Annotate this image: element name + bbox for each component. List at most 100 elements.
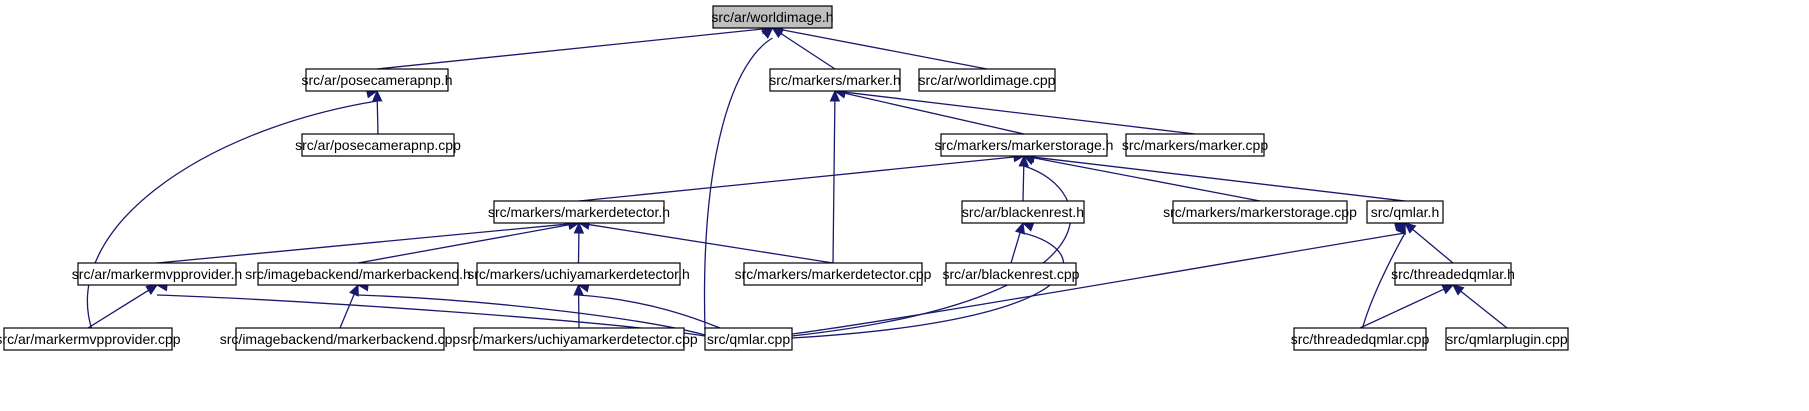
node-qmlar-cpp[interactable]: src/qmlar.cpp <box>704 327 793 351</box>
node-qmlarplugin-cpp[interactable]: src/qmlarplugin.cpp <box>1445 327 1569 351</box>
edge-line <box>376 28 763 70</box>
edge-line <box>578 294 721 329</box>
arrowhead <box>761 27 774 39</box>
node-box <box>3 327 173 351</box>
edge-line <box>1010 232 1021 264</box>
node-blackenrest-cpp[interactable]: src/ar/blackenrest.cpp <box>943 262 1080 286</box>
node-box <box>1445 327 1569 351</box>
nodes-layer: src/ar/worldimage.h src/ar/posecamerapnp.… <box>0 5 1569 351</box>
node-box <box>257 262 459 286</box>
arrowhead <box>1441 284 1455 295</box>
node-blackenrest-h[interactable]: src/ar/blackenrest.h <box>961 200 1085 224</box>
node-label: src/markers/uchiyamarkerdetector.cpp <box>460 331 698 347</box>
node-threadedqmlar-cpp[interactable]: src/threadedqmlar.cpp <box>1291 327 1430 351</box>
edge-blackenrest_h-to-blackenrest_cpp <box>1010 221 1026 264</box>
edge-line <box>1022 165 1025 202</box>
node-markerstorage-h[interactable]: src/markers/markerstorage.h <box>935 133 1114 157</box>
edge-worldimage_h-to-qmlar_cpp <box>703 27 774 331</box>
node-markerstorage-cpp[interactable]: src/markers/markerstorage.cpp <box>1163 200 1357 224</box>
edge-line <box>376 100 379 135</box>
node-box <box>476 262 681 286</box>
arrowhead <box>1404 222 1417 234</box>
node-label: src/markers/markerstorage.cpp <box>1163 204 1357 220</box>
node-label: src/markers/uchiyamarkerdetector.h <box>467 266 690 282</box>
node-worldimage-h[interactable]: src/ar/worldimage.h <box>711 5 834 29</box>
edge-line <box>780 32 836 70</box>
node-posecamerapnp-cpp[interactable]: src/ar/posecamerapnp.cpp <box>295 133 461 157</box>
node-posecamerapnp-h[interactable]: src/ar/posecamerapnp.h <box>302 68 453 92</box>
node-markerdetector-h[interactable]: src/markers/markerdetector.h <box>488 200 670 224</box>
node-label: src/threadedqmlar.h <box>1391 266 1515 282</box>
node-markerbackend-h[interactable]: src/imagebackend/markerbackend.h <box>245 262 471 286</box>
node-label: src/imagebackend/markerbackend.cpp <box>220 331 461 347</box>
edge-line <box>782 29 988 70</box>
edge-markermvpprovider_h-to-markermvpprovider_cpp <box>87 284 159 329</box>
node-label: src/threadedqmlar.cpp <box>1291 331 1430 347</box>
edge-line <box>87 289 149 329</box>
node-uchiyamarkerdetector-h[interactable]: src/markers/uchiyamarkerdetector.h <box>467 262 690 286</box>
arrowhead <box>829 89 841 102</box>
edge-uchiyamarkerdetector_h-to-qmlar_cpp <box>577 281 721 329</box>
node-box <box>940 133 1108 157</box>
node-box <box>712 5 833 29</box>
node-box <box>1293 327 1427 351</box>
node-label: src/imagebackend/markerbackend.h <box>245 266 471 282</box>
edge-line <box>1460 290 1508 329</box>
node-label: src/ar/markermvpprovider.cpp <box>0 331 181 347</box>
edge-line <box>86 100 378 331</box>
node-label: src/ar/markermvpprovider.h <box>72 266 242 282</box>
arrowhead <box>1014 221 1026 235</box>
edge-worldimage_h-to-posecamerapnp_h <box>376 23 774 70</box>
node-markermvpprovider-cpp[interactable]: src/ar/markermvpprovider.cpp <box>0 327 181 351</box>
node-box <box>493 200 665 224</box>
node-qmlar-h[interactable]: src/qmlar.h <box>1366 200 1444 224</box>
node-box <box>769 68 901 92</box>
edges-layer <box>86 23 1508 339</box>
arrowhead <box>1396 221 1406 235</box>
edge-markerstorage_h-to-markerdetector_h <box>578 151 1026 202</box>
node-threadedqmlar-h[interactable]: src/threadedqmlar.h <box>1391 262 1515 286</box>
node-markerdetector-cpp[interactable]: src/markers/markerdetector.cpp <box>735 262 932 286</box>
node-markermvpprovider-h[interactable]: src/ar/markermvpprovider.h <box>72 262 242 286</box>
edge-line <box>588 223 834 264</box>
node-markerbackend-cpp[interactable]: src/imagebackend/markerbackend.cpp <box>220 327 461 351</box>
node-label: src/ar/posecamerapnp.cpp <box>295 137 461 153</box>
edge-line <box>832 100 836 264</box>
edge-line <box>791 165 1072 337</box>
edge-line <box>1412 228 1454 264</box>
node-uchiyamarkerdetector-cpp[interactable]: src/markers/uchiyamarkerdetector.cpp <box>460 327 698 351</box>
edge-marker_h-to-marker_cpp <box>833 87 1196 135</box>
node-label: src/markers/markerstorage.h <box>935 137 1114 153</box>
node-label: src/ar/worldimage.h <box>711 9 833 25</box>
edge-line <box>339 293 355 329</box>
node-marker-h[interactable]: src/markers/marker.h <box>769 68 901 92</box>
edge-threadedqmlar_h-to-threadedqmlar_cpp <box>1359 284 1455 329</box>
node-box <box>305 68 449 92</box>
arrowhead <box>1452 284 1465 296</box>
edge-posecamerapnp_h-to-posecamerapnp_cpp <box>371 89 383 135</box>
node-box <box>77 262 237 286</box>
node-box <box>704 327 793 351</box>
edge-line <box>1359 288 1445 329</box>
node-label: src/ar/blackenrest.h <box>962 204 1084 220</box>
node-box <box>473 327 685 351</box>
edge-line <box>1033 157 1261 202</box>
arrowhead <box>371 89 383 102</box>
edge-line <box>1033 156 1406 202</box>
node-label: src/qmlar.h <box>1371 204 1439 220</box>
arrowhead <box>145 284 159 296</box>
node-worldimage-cpp[interactable]: src/ar/worldimage.cpp <box>918 68 1056 92</box>
edge-marker_h-to-markerdetector_cpp <box>829 89 841 264</box>
node-box <box>1125 133 1265 157</box>
node-box <box>918 68 1056 92</box>
node-box <box>1172 200 1348 224</box>
node-label: src/ar/blackenrest.cpp <box>943 266 1080 282</box>
edge-line <box>703 37 773 331</box>
edge-threadedqmlar_h-to-qmlarplugin_cpp <box>1452 284 1508 329</box>
edge-markerstorage_h-to-blackenrest_h <box>1018 154 1030 202</box>
node-marker-cpp[interactable]: src/markers/marker.cpp <box>1122 133 1268 157</box>
edge-line <box>791 232 1406 335</box>
edge-line <box>1361 232 1406 331</box>
node-box <box>961 200 1085 224</box>
edge-markerdetector_h-to-uchiyamarkerdetector_h <box>573 221 585 264</box>
